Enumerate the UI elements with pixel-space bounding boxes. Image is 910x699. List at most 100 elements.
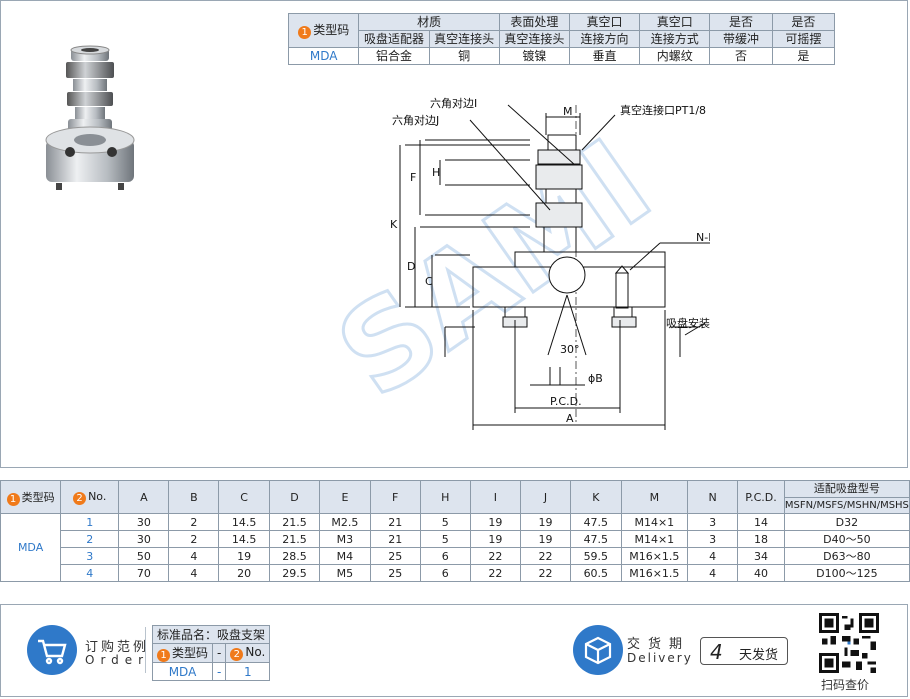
subhead: 吸盘适配器 (358, 30, 430, 48)
label-h: H (432, 166, 440, 179)
cell: 6 (419, 547, 471, 565)
product-photo (45, 45, 135, 190)
col-header: H (419, 480, 471, 514)
row-no: 1 (60, 513, 120, 531)
delivery-title: 交货期 (627, 637, 691, 652)
cell: 47.5 (570, 513, 622, 531)
marker-1-icon: 1 (6, 492, 20, 506)
cell: 30 (118, 530, 170, 548)
cell: 22 (469, 547, 521, 565)
row-no: 4 (60, 564, 120, 582)
cell: M4 (319, 547, 371, 565)
col-header: C (218, 480, 270, 514)
drawing-frame (0, 0, 908, 468)
suction-header: 适配吸盘型号 MSFN/MSFS/MSHN/MSHS (783, 480, 910, 514)
spec-cell: 垂直 (568, 47, 641, 65)
cell: 18 (737, 530, 785, 548)
delivery-subtitle: Delivery (627, 651, 693, 665)
label-d: D (407, 260, 415, 273)
qr-label: 扫码查价 (821, 678, 870, 692)
cell: M3 (319, 530, 371, 548)
cell: M5 (319, 564, 371, 582)
label-m: M (563, 105, 573, 118)
cell: 4 (168, 547, 220, 565)
marker-2-icon: 2 (230, 648, 244, 661)
spec-cell: 内螺纹 (639, 47, 711, 65)
cell: 25 (369, 564, 421, 582)
cell: 21 (369, 530, 421, 548)
spec-cell: 否 (709, 47, 773, 65)
order-title: 订购范例 (85, 640, 150, 655)
cell: 22 (469, 564, 521, 582)
cell: 22 (519, 547, 572, 565)
cell: 60.5 (570, 564, 622, 582)
marker-1-icon: 1 (157, 649, 170, 662)
col-header: K (570, 480, 622, 514)
buffer-header: 是否 (709, 13, 773, 31)
cell: 2 (168, 513, 220, 531)
label-ne: N-E (696, 231, 710, 244)
subhead: 连接方式 (639, 30, 711, 48)
subhead: 真空连接头 (498, 30, 570, 48)
cell: D32 (783, 513, 910, 531)
cell: 22 (519, 564, 572, 582)
marker-2-icon: 2 (73, 491, 87, 505)
cell: M14×1 (620, 513, 689, 531)
cell: 3 (687, 530, 739, 548)
std-val: - (212, 662, 227, 681)
cell: 4 (168, 564, 220, 582)
col-header: P.C.D. (737, 480, 785, 514)
label-a: A (566, 412, 574, 425)
col-header: I (469, 480, 521, 514)
cell: 34 (737, 547, 785, 565)
label-c: C (425, 275, 433, 288)
footer: 订购范例 Order (0, 604, 908, 697)
cell: 19 (469, 530, 521, 548)
col-header: E (319, 480, 371, 514)
order-subtitle: Order (85, 653, 150, 667)
type-code-value: MDA (287, 47, 360, 65)
port-conn-header: 真空口 (639, 13, 711, 31)
cell: 14.5 (218, 530, 270, 548)
col-header: B (168, 480, 220, 514)
label-hex-i: 六角对边I (430, 96, 477, 110)
cell: M2.5 (319, 513, 371, 531)
row-no: 2 (60, 530, 120, 548)
label-vac-port: 真空连接口PT1/8 (620, 103, 706, 117)
divider (145, 627, 146, 673)
cell: 21.5 (268, 530, 321, 548)
cell: 47.5 (570, 530, 622, 548)
cell: 2 (168, 530, 220, 548)
cell: 29.5 (268, 564, 321, 582)
cell: 5 (419, 513, 471, 531)
label-b: ϕB (588, 372, 603, 385)
std-val: MDA (151, 662, 214, 681)
cell: D100～125 (783, 564, 910, 582)
col-header: F (369, 480, 421, 514)
label-k: K (390, 218, 398, 231)
cell: 4 (687, 564, 739, 582)
cell: D63～80 (783, 547, 910, 565)
delivery-days: 4 (710, 640, 723, 664)
cell: 14 (737, 513, 785, 531)
label-f: F (410, 171, 416, 184)
delivery-days-text: 天发货 (739, 648, 779, 663)
spec-cell: 铝合金 (358, 47, 430, 65)
subhead: 连接方向 (568, 30, 641, 48)
spec-cell: 镀镍 (498, 47, 570, 65)
cell: 21 (369, 513, 421, 531)
cell: 28.5 (268, 547, 321, 565)
label-pad-mount: 吸盘安装 (666, 316, 710, 330)
cell: D40～50 (783, 530, 910, 548)
surface-header: 表面处理 (498, 13, 570, 31)
cell: 4 (687, 547, 739, 565)
subhead: 可摇摆 (771, 30, 836, 48)
technical-drawing: 六角对边I 六角对边J 真空连接口PT1/8 M F H K D C N-E 吸… (390, 96, 710, 430)
